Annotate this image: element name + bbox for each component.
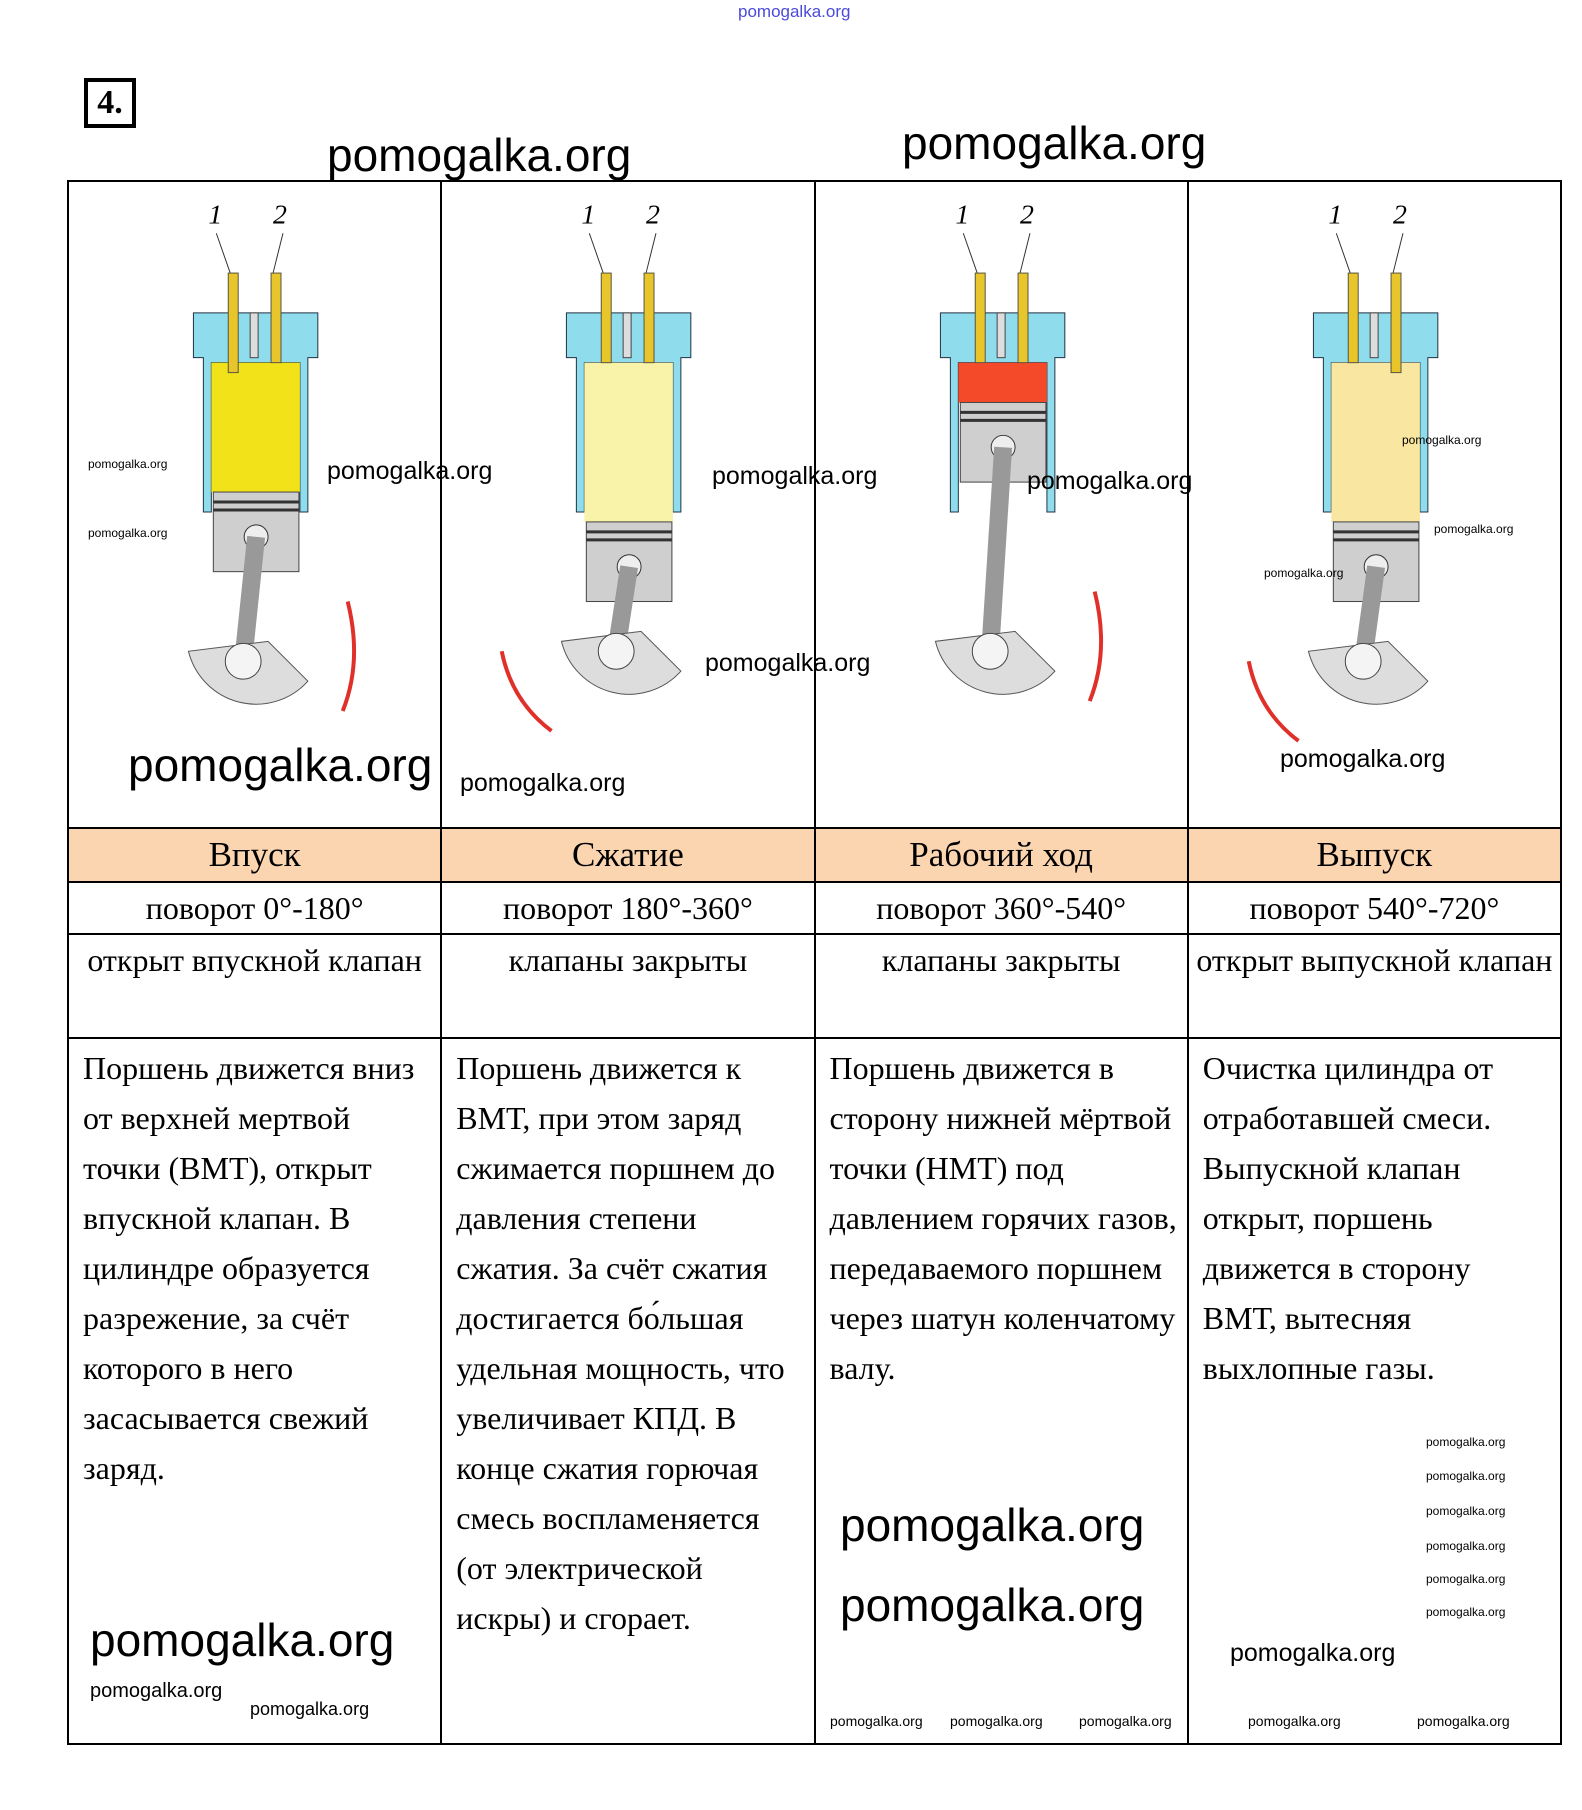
top-watermark: pomogalka.org bbox=[738, 2, 851, 21]
combustion-chamber bbox=[957, 362, 1047, 403]
label-exhaust-valve: 2 bbox=[1020, 199, 1034, 230]
label-intake-valve: 1 bbox=[582, 199, 596, 230]
piston-exhaust-illustration: 1 2 bbox=[1246, 199, 1439, 743]
direction-arrow bbox=[1087, 591, 1103, 702]
rotation: поворот 360°-540° bbox=[813, 881, 1189, 935]
connecting-rod bbox=[980, 446, 1012, 652]
description: Очистка цилиндра от отработавшей смеси. … bbox=[1186, 1037, 1563, 1745]
label-exhaust-valve: 2 bbox=[1393, 199, 1407, 230]
stroke-name: Сжатие bbox=[440, 827, 816, 883]
piston-intake-illustration: 1 2 bbox=[187, 199, 357, 712]
valves-row: открыт впускной клапан клапаны закрыты к… bbox=[66, 933, 1563, 1039]
direction-arrow bbox=[500, 650, 553, 733]
diagram-exhaust: 1 2 bbox=[1186, 180, 1563, 829]
direction-arrow bbox=[340, 601, 357, 712]
intake-valve bbox=[1347, 272, 1359, 364]
direction-arrow bbox=[1246, 660, 1300, 743]
spark-plug bbox=[1369, 312, 1379, 359]
connecting-rod bbox=[234, 535, 266, 663]
spark-plug bbox=[996, 312, 1006, 359]
diagram-row: 1 2 1 2 1 2 1 2 bbox=[66, 180, 1563, 829]
watermark: pomogalka.org bbox=[902, 117, 1207, 169]
valve-state: клапаны закрыты bbox=[813, 933, 1189, 1039]
rotation-row: поворот 0°-180° поворот 180°-360° поворо… bbox=[66, 881, 1563, 935]
task-number: 4. bbox=[84, 78, 136, 128]
label-exhaust-valve: 2 bbox=[273, 199, 287, 230]
rotation: поворот 0°-180° bbox=[66, 881, 443, 935]
stroke-name-row: Впуск Сжатие Рабочий ход Выпуск bbox=[66, 827, 1563, 883]
stroke-name: Впуск bbox=[66, 827, 443, 883]
description: Поршень движется в сторону нижней мёртво… bbox=[813, 1037, 1189, 1745]
description: Поршень движется к ВМТ, при этом заряд с… bbox=[440, 1037, 816, 1745]
stroke-name: Рабочий ход bbox=[813, 827, 1189, 883]
combustion-chamber bbox=[584, 362, 674, 522]
description-row: Поршень движется вниз от верхней мертвой… bbox=[66, 1037, 1563, 1745]
valve-state: открыт выпускной клапан bbox=[1186, 933, 1563, 1039]
intake-valve bbox=[974, 272, 986, 364]
exhaust-valve bbox=[1390, 272, 1402, 374]
stroke-name: Выпуск bbox=[1186, 827, 1563, 883]
rotation: поворот 540°-720° bbox=[1186, 881, 1563, 935]
label-intake-valve: 1 bbox=[955, 199, 969, 230]
spark-plug bbox=[249, 312, 259, 359]
diagram-power: 1 2 bbox=[813, 180, 1189, 829]
diagram-intake: 1 2 bbox=[66, 180, 443, 829]
valve-state: открыт впускной клапан bbox=[66, 933, 443, 1039]
description: Поршень движется вниз от верхней мертвой… bbox=[66, 1037, 443, 1745]
exhaust-valve bbox=[643, 272, 655, 364]
valve-state: клапаны закрыты bbox=[440, 933, 816, 1039]
spark-plug bbox=[622, 312, 632, 359]
label-exhaust-valve: 2 bbox=[646, 199, 660, 230]
exhaust-valve bbox=[1017, 272, 1028, 364]
exhaust-valve bbox=[270, 272, 282, 364]
combustion-chamber bbox=[1331, 362, 1420, 522]
watermark: pomogalka.org bbox=[327, 129, 632, 181]
diagram-compression: 1 2 bbox=[440, 180, 816, 829]
four-stroke-table: 1 2 1 2 1 2 1 2 bbox=[66, 180, 1563, 1745]
piston-power-illustration: 1 2 bbox=[934, 199, 1103, 702]
label-intake-valve: 1 bbox=[1328, 199, 1342, 230]
piston-compression-illustration: 1 2 bbox=[500, 199, 692, 733]
label-intake-valve: 1 bbox=[208, 199, 222, 230]
combustion-chamber bbox=[211, 362, 300, 493]
intake-valve bbox=[227, 272, 239, 374]
intake-valve bbox=[601, 272, 612, 364]
rotation: поворот 180°-360° bbox=[440, 881, 816, 935]
